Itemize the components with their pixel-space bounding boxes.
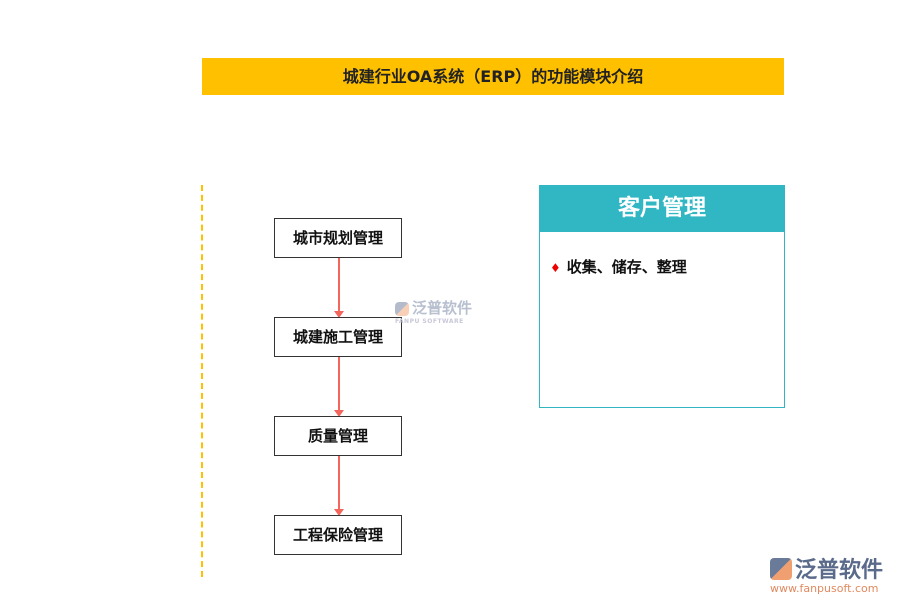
- logo-url: www.fanpusoft.com: [770, 582, 879, 595]
- flow-arrow-2: [334, 357, 344, 417]
- diamond-bullet-icon: ♦: [550, 261, 561, 275]
- page-title: 城建行业OA系统（ERP）的功能模块介绍: [202, 58, 784, 95]
- logo-icon: [395, 302, 409, 316]
- brand-logo: 泛普软件 www.fanpusoft.com: [770, 552, 883, 595]
- flow-arrow-1: [334, 258, 344, 318]
- flow-box-2: 城建施工管理: [274, 317, 402, 357]
- dashed-divider: [201, 185, 203, 577]
- flow-box-3: 质量管理: [274, 416, 402, 456]
- customer-panel: 客户管理 ♦ 收集、储存、整理: [539, 185, 785, 408]
- watermark-name: 泛普软件: [412, 299, 473, 317]
- logo-name: 泛普软件: [795, 558, 884, 583]
- logo-icon: [770, 558, 792, 580]
- panel-item: ♦ 收集、储存、整理: [550, 256, 784, 277]
- panel-heading: 客户管理: [540, 186, 784, 232]
- watermark-sub: FANPU SOFTWARE: [395, 318, 464, 325]
- flow-box-1: 城市规划管理: [274, 218, 402, 258]
- flow-box-4: 工程保险管理: [274, 515, 402, 555]
- flow-arrow-3: [334, 456, 344, 516]
- panel-item-text: 收集、储存、整理: [566, 258, 687, 276]
